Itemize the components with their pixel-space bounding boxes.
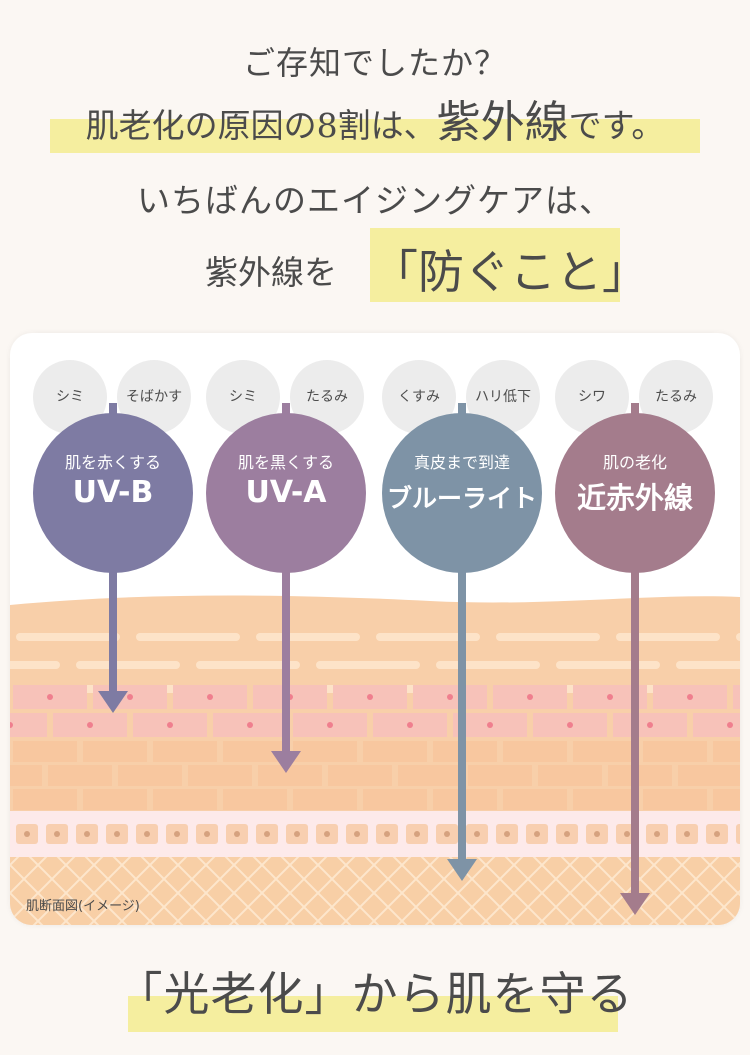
headline-line2-pre: 肌老化の原因の8割は、: [85, 106, 437, 145]
ray-arrow-shaft: [458, 533, 466, 863]
ray-circle: 肌を赤くする UV-B: [33, 413, 193, 573]
highlight-bar-1: [50, 119, 700, 153]
ray-arrow-shaft: [109, 533, 117, 695]
ray-arrow-head: [447, 859, 477, 881]
headline-line2: 肌老化の原因の8割は、紫外線です。: [0, 86, 750, 150]
effect-bubble: たるみ: [639, 360, 713, 434]
ray-circle: 肌を黒くする UV-A: [206, 413, 366, 573]
ray-arrow-shaft: [631, 533, 639, 897]
ray-name: 近赤外線: [576, 481, 693, 515]
ray-effect-label: 肌の老化: [602, 453, 667, 472]
ray-arrow-shaft: [282, 533, 290, 755]
ray-effect-label: 肌を黒くする: [237, 453, 334, 472]
ray-arrow-head: [271, 751, 301, 773]
ray-name: UV-B: [72, 475, 154, 510]
dermis: [10, 857, 740, 925]
diagram-caption: 肌断面図(イメージ): [26, 899, 140, 914]
ray-name: UV-A: [245, 475, 327, 510]
headline-line2-post: です。: [568, 106, 665, 145]
ray-arrow-head: [620, 893, 650, 915]
ray-circle: 肌の老化近赤外線: [555, 413, 715, 573]
ray-circle: 真皮まで到達ブルーライト: [382, 413, 542, 573]
spinous-cells: [10, 741, 740, 810]
headline-line2-emphasis: 紫外線: [436, 97, 569, 148]
ray-effect-label: 真皮まで到達: [413, 453, 510, 472]
headline-line4-pre: 紫外線を: [205, 253, 337, 292]
skin-cross-section: [10, 403, 740, 925]
ray-name: ブルーライト: [386, 484, 537, 513]
bottom-message: 「光老化」から肌を守る: [116, 967, 634, 1021]
headline-line4-emphasis: 「防ぐこと」: [372, 245, 648, 299]
basal-cells: [16, 824, 740, 844]
highlight-box-2: [370, 228, 620, 302]
epidermis-cells: [10, 685, 740, 737]
headline-line3: いちばんのエイジングケアは、: [137, 181, 613, 220]
ray-effect-label: 肌を赤くする: [64, 453, 161, 472]
highlight-bar-3: [128, 996, 618, 1032]
headline-line1: ご存知でしたか？: [242, 44, 507, 82]
ray-arrow-head: [98, 691, 128, 713]
